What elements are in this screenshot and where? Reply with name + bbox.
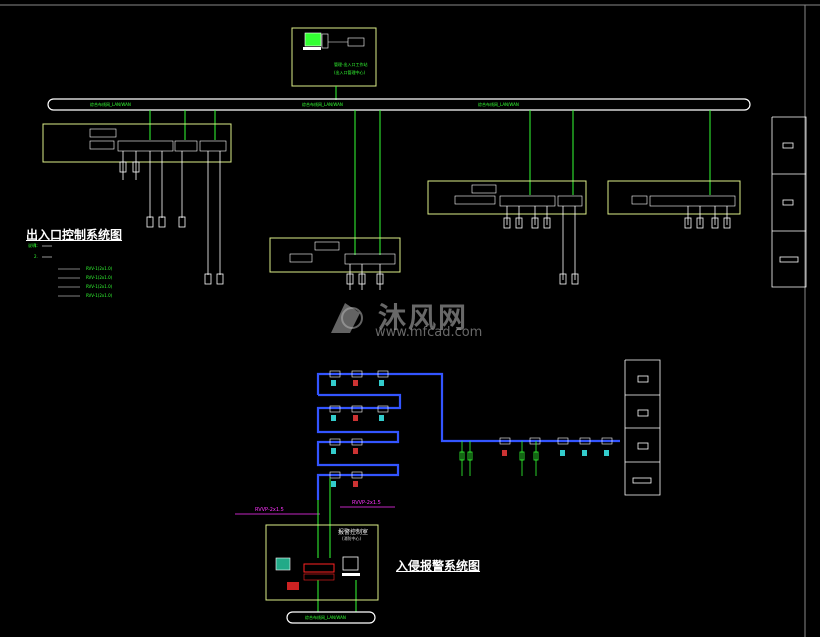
access-legend-5: RVV-1(2x1.0) (86, 284, 113, 289)
cpu-icon (321, 33, 329, 49)
bus-label-2: 综合布线网_LAN/WAN (302, 102, 343, 107)
intrusion-legend-table (624, 359, 661, 496)
alarm-cable-label-2: RVVP-2x1.5 (352, 500, 381, 506)
controller-group-1 (42, 123, 232, 285)
access-legend-3: RVV-1(2x1.0) (86, 266, 113, 271)
alarm-cable-lines (235, 506, 395, 515)
access-legend-6: RVV-1(2x1.0) (86, 293, 113, 298)
top-station-label: 管理-出入口工作站 (334, 62, 368, 67)
alarm-center-label: 报警控制室 (338, 529, 369, 536)
monitor-icon (304, 32, 322, 47)
controller-group-3 (427, 180, 587, 285)
alarm-center-sub: (消防中心) (342, 536, 362, 541)
access-legend-table (771, 116, 807, 288)
watermark-logo (331, 303, 363, 333)
intrusion-system-title: 入侵报警系统图 (396, 559, 481, 573)
alarm-feeders (317, 478, 357, 612)
watermark-text: 沐风网 (378, 301, 469, 334)
alarm-pc-keyboard-icon (342, 573, 360, 576)
controller-group-2 (269, 237, 401, 290)
alarm-host-icon (303, 563, 335, 573)
alarm-center-box (265, 524, 379, 601)
bus-drops (149, 110, 711, 255)
alarm-devices (329, 370, 613, 479)
end-of-line-drops (459, 441, 539, 476)
alarm-siren-icon (287, 582, 299, 590)
access-system-title: 出入口控制系统图 (26, 228, 123, 242)
access-legend-2: 2. (34, 254, 38, 259)
detector-markers (331, 380, 609, 487)
top-station-sub: (出入口管理中心) (334, 70, 366, 75)
alarm-monitor-icon (275, 557, 291, 571)
alarm-bus (316, 372, 620, 500)
keyboard-icon (303, 47, 321, 50)
top-station-box (291, 27, 377, 87)
alarm-cable-label-1: RVVP-2x1.5 (255, 507, 284, 513)
access-legend-0: 说明： (28, 243, 40, 248)
alarm-bus-label: 综合布线网_LAN/WAN (305, 615, 346, 620)
alarm-pc-icon (342, 556, 359, 571)
watermark-url: www.mfcad.com (375, 325, 483, 340)
bus-label-3: 综合布线网_LAN/WAN (478, 102, 519, 107)
lan-bus (47, 98, 751, 111)
alarm-lan-bus (286, 611, 376, 624)
access-legend-1: 1. (34, 243, 38, 248)
access-legend-symbols (42, 245, 80, 297)
printer-icon (347, 37, 365, 47)
bus-label-1: 综合布线网_LAN/WAN (90, 102, 131, 107)
alarm-panel-icon (303, 573, 335, 581)
access-legend-4: RVV-1(2x1.0) (86, 275, 113, 280)
controller-group-4 (607, 180, 741, 229)
